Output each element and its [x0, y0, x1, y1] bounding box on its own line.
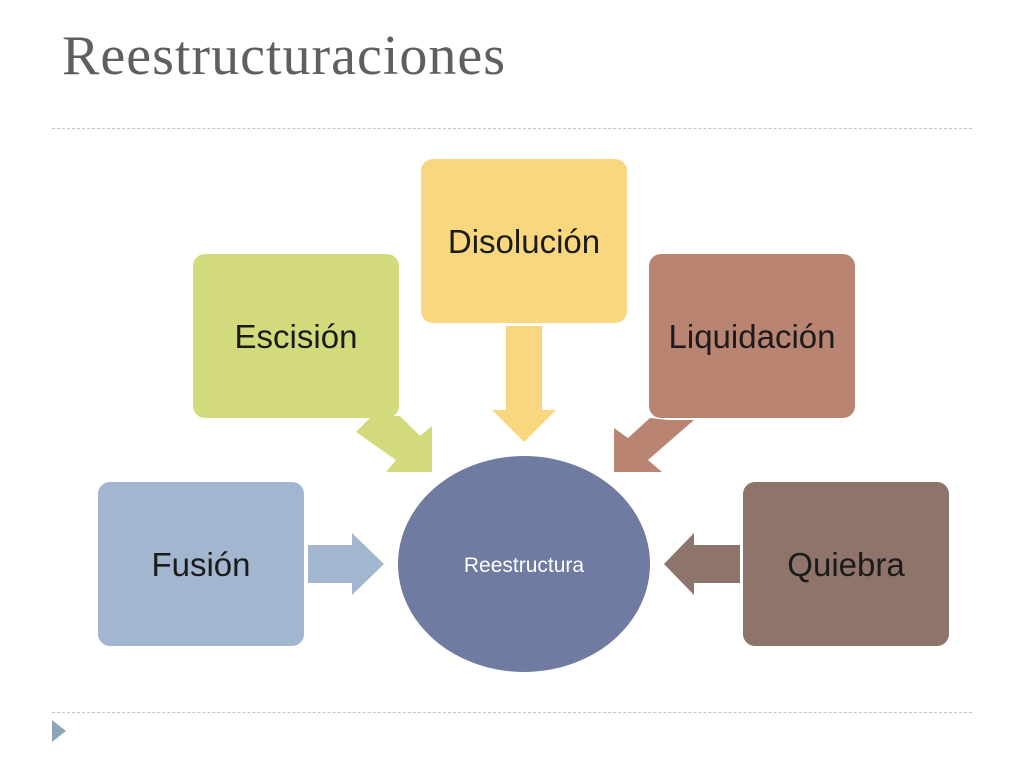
node-escision: Escisión — [193, 254, 399, 418]
center-ellipse — [398, 456, 650, 672]
node-escision-label: Escisión — [235, 318, 358, 355]
node-quiebra-box — [743, 482, 949, 646]
node-liquidacion-box — [649, 254, 855, 418]
slide-title: Reestructuraciones — [62, 25, 507, 87]
arrow-disolucion-shape — [492, 326, 556, 442]
node-escision-box — [193, 254, 399, 418]
node-fusion-label: Fusión — [151, 546, 250, 583]
node-fusion-box — [98, 482, 304, 646]
node-disolucion: Disolución — [421, 159, 627, 323]
node-disolucion-box — [421, 159, 627, 323]
arrow-disolucion — [492, 326, 556, 442]
node-fusion: Fusión — [98, 482, 304, 646]
play-triangle-icon — [52, 720, 66, 742]
arrow-liquidacion-shape — [614, 418, 694, 472]
arrow-liquidacion — [614, 418, 694, 472]
arrow-quiebra-shape — [664, 533, 740, 595]
arrow-fusion — [308, 533, 384, 595]
arrow-quiebra — [664, 533, 740, 595]
node-liquidacion: Liquidación — [649, 254, 855, 418]
arrow-fusion-shape — [308, 533, 384, 595]
node-quiebra-label: Quiebra — [787, 546, 905, 583]
arrow-escision — [356, 416, 432, 472]
center-node: Reestructura — [398, 456, 650, 672]
node-liquidacion-label: Liquidación — [669, 318, 836, 355]
title-divider — [52, 128, 972, 129]
node-quiebra: Quiebra — [743, 482, 949, 646]
node-disolucion-label: Disolución — [448, 223, 600, 260]
footer-divider — [52, 712, 972, 713]
arrow-escision-shape — [356, 416, 432, 472]
center-label: Reestructura — [464, 554, 585, 577]
